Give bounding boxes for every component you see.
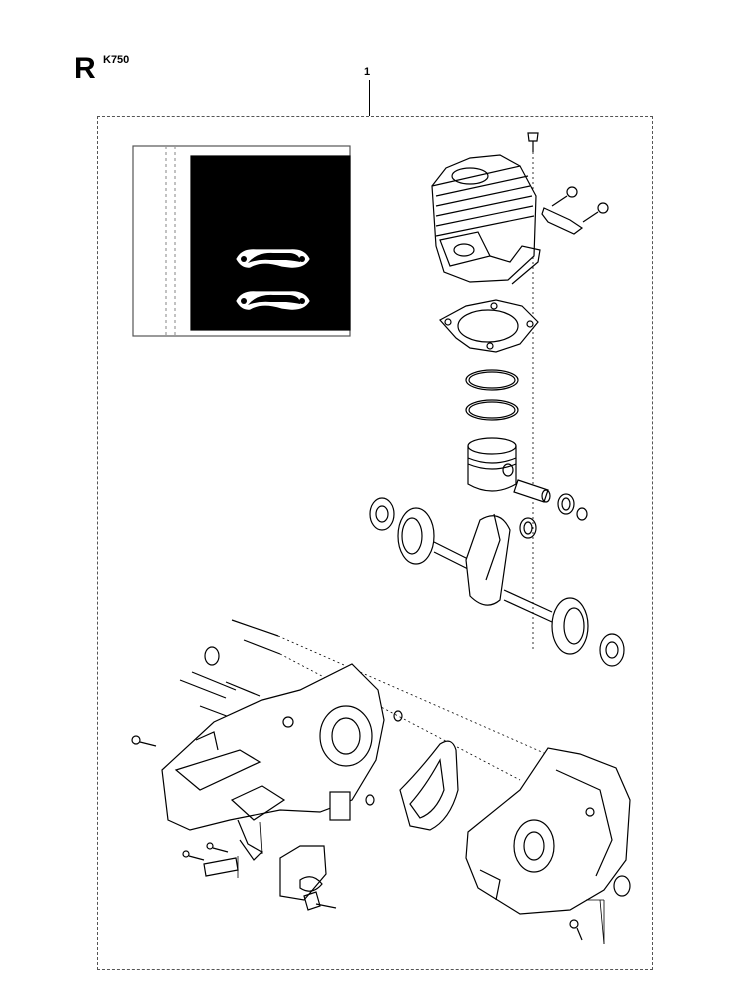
- piston-pin: [513, 479, 551, 503]
- piston: [467, 437, 517, 492]
- cylinder-bolts: [551, 186, 609, 223]
- crankcase-gasket: [365, 710, 459, 831]
- main-bearing: [369, 497, 625, 667]
- crankcase-left: [161, 663, 385, 861]
- model-label: K750: [103, 54, 130, 66]
- assembly-callout: 1: [364, 66, 371, 78]
- crankcase-screws: [131, 619, 631, 941]
- callout-leader-line: [369, 80, 370, 116]
- piston-ring-lower: [465, 399, 519, 421]
- needle-bearing: [519, 493, 575, 539]
- bracket: [541, 207, 584, 235]
- crankcase-right: [465, 747, 631, 915]
- assembly-frame: [97, 116, 653, 970]
- cylinder: [431, 154, 541, 285]
- gasket-inset: [132, 145, 351, 337]
- base-gasket: [439, 299, 539, 353]
- tensioner-bracket: [203, 845, 337, 911]
- spark-plug: [527, 132, 539, 650]
- piston-ring-upper: [465, 369, 519, 391]
- circlip: [576, 507, 588, 521]
- crankshaft: [397, 507, 589, 655]
- leader-lines: [237, 821, 605, 945]
- section-letter: R: [74, 52, 96, 85]
